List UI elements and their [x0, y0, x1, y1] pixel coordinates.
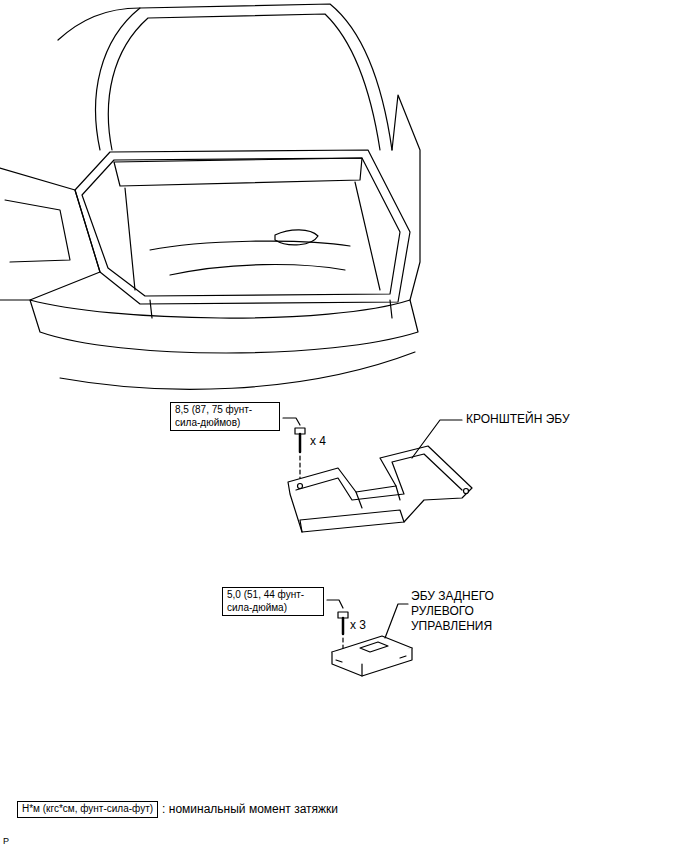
quantity-mark: x 4: [310, 434, 326, 449]
torque-box: Н*м (кгс*см, фунт-сила-фут): [17, 801, 158, 818]
torque-value: Н*м (кгс*см, фунт-сила-фут): [22, 803, 153, 816]
leader-line: [327, 600, 343, 608]
torque-value: 5,0 (51, 44 фунт- сила-дюйма): [227, 589, 319, 614]
leader-line: [385, 604, 408, 638]
car-illustration: [0, 4, 420, 389]
leader-line: [412, 420, 462, 458]
torque-box: 5,0 (51, 44 фунт- сила-дюйма): [222, 587, 324, 616]
ecu-module-illustration: [332, 636, 412, 676]
bolt-symbol: [295, 428, 305, 480]
page-mark: P: [3, 836, 9, 847]
part-name: КРОНШТЕЙН ЭБУ: [466, 412, 570, 427]
torque-box: 8,5 (87, 75 фунт- сила-дюймов): [170, 402, 280, 431]
part-name: : номинальный момент затяжки: [162, 802, 338, 817]
leader-line: [283, 418, 300, 425]
quantity-mark: x 3: [350, 618, 366, 633]
bolt-symbol: [338, 612, 348, 652]
torque-value: 8,5 (87, 75 фунт- сила-дюймов): [175, 404, 275, 429]
ecu-bracket-illustration: [288, 446, 472, 532]
part-name: ЭБУ ЗАДНЕГО РУЛЕВОГО УПРАВЛЕНИЯ: [411, 589, 551, 634]
